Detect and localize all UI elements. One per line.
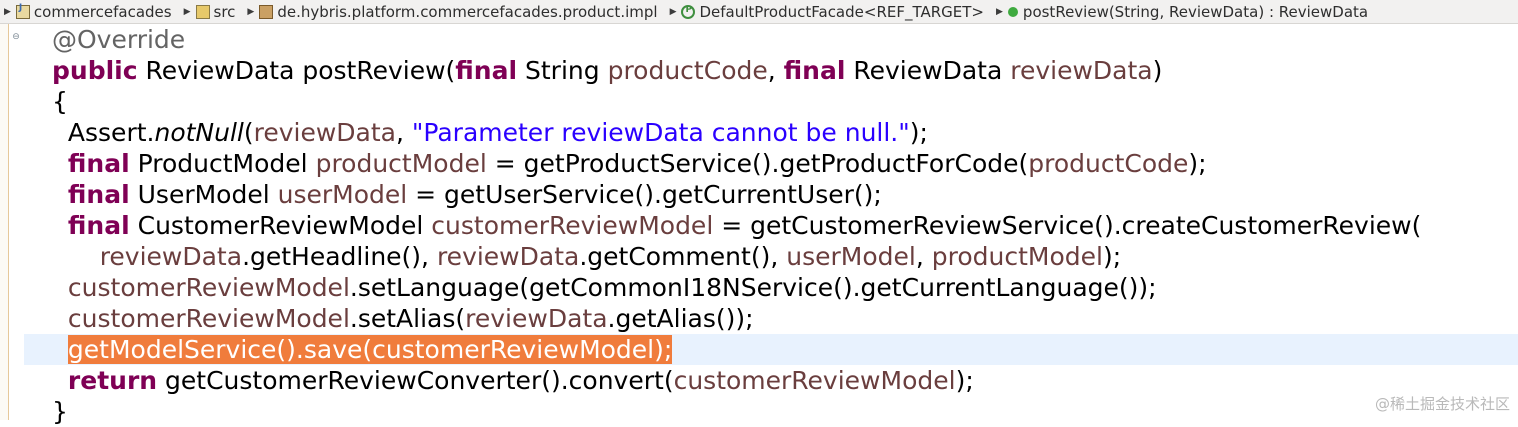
annotation: @Override bbox=[52, 25, 186, 54]
package-icon bbox=[259, 4, 274, 19]
breadcrumb-label: postReview(String, ReviewData) : ReviewD… bbox=[1022, 2, 1369, 21]
code-text: ); bbox=[955, 366, 974, 395]
code-text: .setLanguage(getCommonI18NService().getC… bbox=[349, 273, 1157, 302]
code-text: .getComment(), bbox=[579, 242, 787, 271]
variable: productModel bbox=[931, 242, 1103, 271]
code-line: reviewData.getHeadline(), reviewData.get… bbox=[52, 241, 1421, 272]
code-text: UserModel bbox=[129, 180, 278, 209]
code-line: Assert.notNull(reviewData, "Parameter re… bbox=[52, 117, 1421, 148]
variable: customerReviewModel bbox=[67, 304, 350, 333]
code-text: .getAlias()); bbox=[607, 304, 754, 333]
keyword: final bbox=[67, 149, 130, 178]
code-editor[interactable]: ⊖ @Override public ReviewData postReview… bbox=[0, 24, 1518, 426]
code-text: ); bbox=[1188, 149, 1207, 178]
chevron-right-icon: ▶ bbox=[4, 6, 11, 17]
variable: reviewData bbox=[465, 304, 608, 333]
variable: customerReviewModel bbox=[67, 273, 350, 302]
watermark: @稀土掘金技术社区 bbox=[1374, 395, 1510, 413]
breadcrumb-item-method[interactable]: ▶ postReview(String, ReviewData) : Revie… bbox=[992, 3, 1368, 21]
code-text: ReviewData bbox=[845, 56, 1011, 85]
code-line: customerReviewModel.setAlias(reviewData.… bbox=[52, 303, 1421, 334]
class-icon bbox=[681, 4, 696, 19]
code-line: @Override bbox=[52, 24, 1421, 55]
breadcrumb-item-class[interactable]: ▶ DefaultProductFacade<REF_TARGET> bbox=[666, 3, 984, 21]
code-text: .setAlias( bbox=[349, 304, 466, 333]
variable: customerReviewModel bbox=[673, 366, 956, 395]
variable: reviewData bbox=[99, 242, 243, 271]
code-text: ( bbox=[243, 118, 254, 147]
code-text: = getProductService().getProductForCode( bbox=[486, 149, 1029, 178]
parameter: productCode bbox=[607, 56, 768, 85]
code-text: CustomerReviewModel bbox=[129, 211, 432, 240]
variable: userModel bbox=[786, 242, 916, 271]
selected-text[interactable]: getModelService().save(customerReviewMod… bbox=[67, 335, 673, 364]
variable: productModel bbox=[315, 149, 487, 178]
code-line: customerReviewModel.setLanguage(getCommo… bbox=[52, 272, 1421, 303]
breadcrumb-item-src[interactable]: ▶ src bbox=[180, 3, 236, 21]
keyword: final bbox=[455, 56, 518, 85]
variable: reviewData bbox=[436, 242, 580, 271]
breadcrumb-label: src bbox=[213, 2, 236, 21]
keyword: final bbox=[67, 211, 130, 240]
variable: customerReviewModel bbox=[431, 211, 714, 240]
chevron-right-icon: ▶ bbox=[247, 6, 255, 17]
variable: reviewData bbox=[253, 118, 396, 147]
code-text: getCustomerReviewConverter().convert( bbox=[157, 366, 674, 395]
breadcrumb: ▶ commercefacades ▶ src ▶ de.hybris.plat… bbox=[0, 0, 1518, 24]
code-text: Assert. bbox=[67, 118, 155, 147]
variable: userModel bbox=[277, 180, 408, 209]
code-text: ); bbox=[909, 118, 928, 147]
method-icon bbox=[1007, 6, 1018, 17]
code-text: = getCustomerReviewService().createCusto… bbox=[713, 211, 1422, 240]
editor-gutter bbox=[0, 24, 9, 420]
code-content[interactable]: @Override public ReviewData postReview(f… bbox=[52, 24, 1421, 427]
java-project-icon bbox=[15, 3, 30, 19]
breadcrumb-item-project[interactable]: ▶ commercefacades bbox=[0, 3, 172, 21]
code-text: ) bbox=[1152, 56, 1163, 85]
code-line-current: getModelService().save(customerReviewMod… bbox=[52, 334, 1421, 365]
code-text: .getHeadline(), bbox=[242, 242, 437, 271]
code-text: { bbox=[52, 87, 68, 116]
keyword: final bbox=[783, 56, 846, 85]
source-folder-icon bbox=[195, 4, 210, 19]
variable: productCode bbox=[1028, 149, 1189, 178]
code-text: ProductModel bbox=[129, 149, 316, 178]
keyword: public bbox=[52, 56, 138, 85]
code-text: , bbox=[915, 242, 932, 271]
chevron-right-icon: ▶ bbox=[669, 6, 677, 17]
breadcrumb-label: DefaultProductFacade<REF_TARGET> bbox=[699, 2, 984, 21]
code-text: ReviewData postReview( bbox=[137, 56, 456, 85]
keyword: return bbox=[67, 366, 158, 395]
code-line: return getCustomerReviewConverter().conv… bbox=[52, 365, 1421, 396]
string-literal: "Parameter reviewData cannot be null." bbox=[411, 118, 910, 147]
parameter: reviewData bbox=[1010, 56, 1153, 85]
code-text: String bbox=[517, 56, 608, 85]
fold-collapse-icon[interactable]: ⊖ bbox=[12, 32, 20, 42]
code-text: } bbox=[52, 397, 68, 426]
code-text: , bbox=[767, 56, 784, 85]
code-line: final UserModel userModel = getUserServi… bbox=[52, 179, 1421, 210]
keyword: final bbox=[67, 180, 130, 209]
chevron-right-icon: ▶ bbox=[183, 6, 191, 17]
code-line: public ReviewData postReview(final Strin… bbox=[52, 55, 1421, 86]
code-text: , bbox=[396, 118, 412, 147]
code-text: ); bbox=[1102, 242, 1122, 271]
code-line: final ProductModel productModel = getPro… bbox=[52, 148, 1421, 179]
breadcrumb-label: de.hybris.platform.commercefacades.produ… bbox=[277, 2, 658, 21]
static-method: notNull bbox=[154, 118, 244, 147]
breadcrumb-item-package[interactable]: ▶ de.hybris.platform.commercefacades.pro… bbox=[243, 3, 657, 21]
code-line: } bbox=[52, 396, 1421, 427]
code-line: final CustomerReviewModel customerReview… bbox=[52, 210, 1421, 241]
code-text: = getUserService().getCurrentUser(); bbox=[407, 180, 882, 209]
chevron-right-icon: ▶ bbox=[996, 6, 1003, 17]
breadcrumb-label: commercefacades bbox=[33, 2, 172, 21]
code-line: { bbox=[52, 86, 1421, 117]
